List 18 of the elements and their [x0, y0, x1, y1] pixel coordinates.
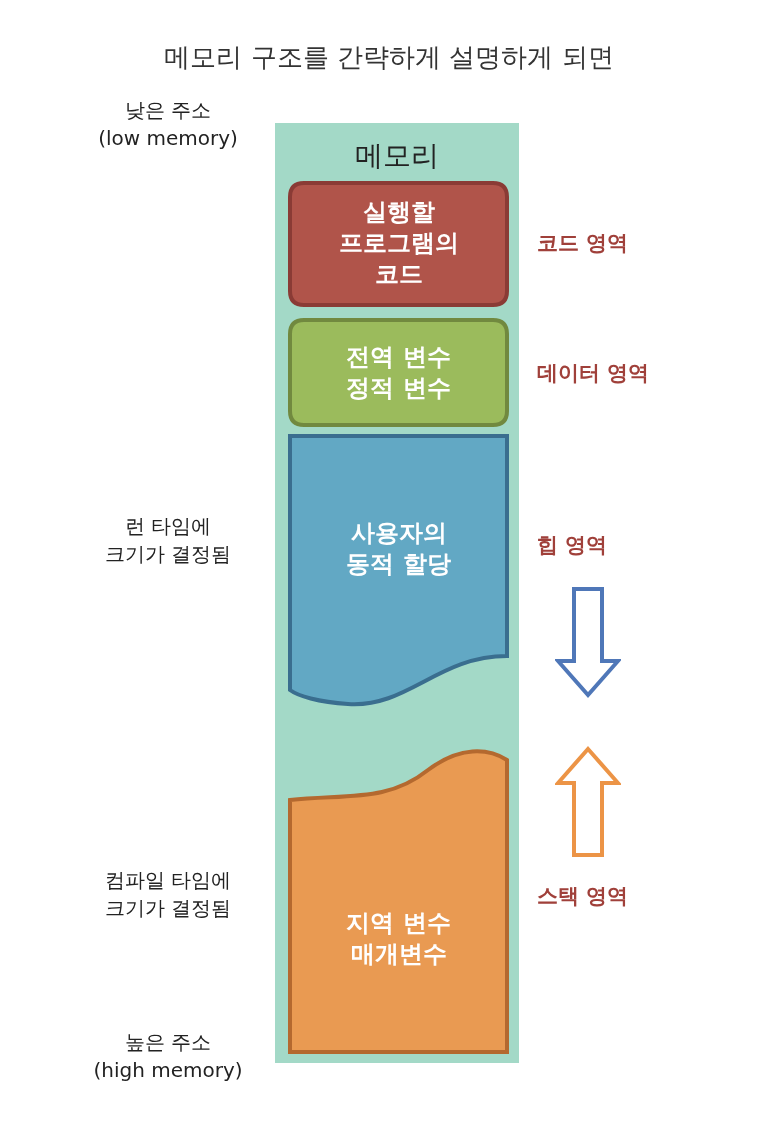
address-label: 낮은 주소 (low memory) — [97, 97, 239, 152]
column-title: 메모리 — [354, 138, 440, 174]
address-label: 높은 주소 (high memory) — [92, 1029, 244, 1084]
diagram-title: 메모리 구조를 간략하게 설명하게 되면 — [163, 41, 615, 74]
memory-segment — [288, 434, 509, 708]
region-label: 힙 영역 — [537, 532, 608, 559]
segment-label: 지역 변수 매개변수 — [345, 907, 452, 970]
segment-label: 전역 변수 정적 변수 — [345, 341, 452, 404]
note-text: 컴파일 타임에 크기가 결정됨 — [103, 867, 233, 922]
note-text: 런 타임에 크기가 결정됨 — [103, 513, 233, 568]
region-label: 데이터 영역 — [537, 360, 650, 387]
region-label: 스택 영역 — [537, 883, 629, 910]
memory-column — [275, 123, 519, 1063]
segment-label: 실행할 프로그램의 코드 — [337, 197, 460, 291]
region-label: 코드 영역 — [537, 230, 629, 257]
memory-segment — [288, 318, 509, 427]
segment-label: 사용자의 동적 할당 — [345, 517, 452, 581]
memory-segment — [288, 181, 509, 307]
